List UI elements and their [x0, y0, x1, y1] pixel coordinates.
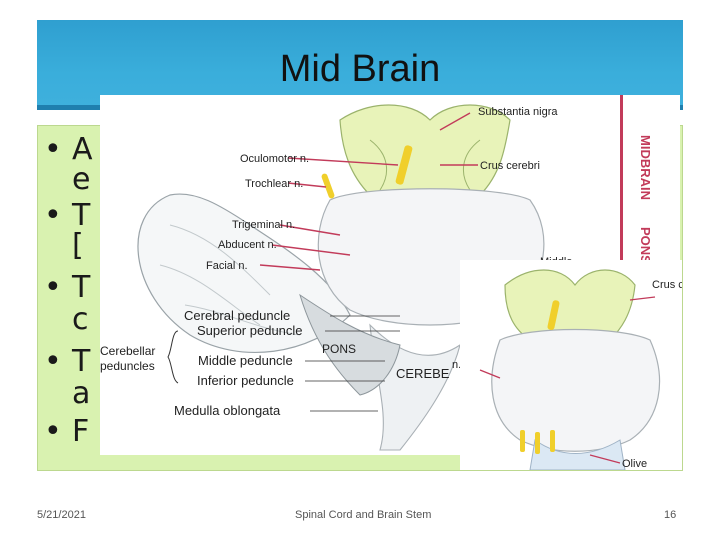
label-pons-center: PONS	[322, 342, 356, 356]
label-abducent: Abducent n.	[218, 239, 277, 251]
bullet-marker-1: •	[44, 132, 62, 167]
midbrain-shape	[339, 104, 511, 196]
inset-label-olive: Olive	[622, 458, 647, 470]
inset-drawing: Crus c Olive	[479, 269, 684, 471]
footer-page-number: 16	[664, 509, 677, 521]
footer-date: 5/21/2021	[37, 509, 86, 521]
label-trigeminal: Trigeminal n.	[232, 219, 295, 231]
label-crus-cerebri: Crus cerebri	[480, 160, 540, 172]
trochlear-nerve	[321, 173, 335, 199]
brainstem-inset-figure: Crus c Olive	[460, 260, 684, 471]
bullet-text-1: A	[72, 132, 93, 167]
inset-medulla	[529, 439, 626, 471]
label-inferior-peduncle: Inferior peduncle	[197, 373, 294, 388]
label-facial: Facial n.	[206, 260, 248, 272]
label-cerebe: CEREBE	[396, 366, 450, 381]
bullet-cont-3: c	[72, 302, 89, 337]
inset-nerve-4	[550, 430, 555, 452]
label-superior-peduncle: Superior peduncle	[197, 323, 303, 338]
label-cerebral-peduncle: Cerebral peduncle	[184, 308, 290, 323]
bullet-marker-2: •	[44, 198, 62, 233]
bullet-text-3: T	[72, 270, 91, 305]
label-cerebellar: Cerebellar	[100, 344, 155, 358]
label-fragment-n: n.	[452, 359, 461, 371]
brainstem-drawing: MIDBRAIN PONS Substantia nigra Ocul	[100, 95, 653, 455]
bullet-marker-5: •	[44, 414, 62, 449]
inset-pons	[491, 328, 661, 452]
midbrain-side-label: MIDBRAIN	[638, 135, 653, 200]
label-medulla: Medulla oblongata	[174, 403, 281, 418]
label-middle-peduncle: Middle peduncle	[198, 353, 293, 368]
bullet-cont-1: e	[72, 162, 91, 197]
bullet-cont-4: a	[72, 376, 91, 411]
slide-title: Mid Brain	[279, 48, 441, 90]
label-peduncles: peduncles	[100, 359, 155, 373]
label-oculomotor: Oculomotor n.	[240, 153, 309, 165]
label-substantia-nigra: Substantia nigra	[478, 106, 558, 118]
inset-nerve-3	[535, 432, 540, 454]
inset-nerve-1	[547, 300, 560, 330]
bullet-cont-2: [	[72, 228, 84, 263]
bullet-text-5: F	[72, 414, 90, 449]
bullet-text-4: T	[72, 344, 91, 379]
bullet-marker-3: •	[44, 270, 62, 305]
label-trochlear: Trochlear n.	[245, 178, 303, 190]
oculomotor-nerve	[395, 145, 413, 185]
inset-label-crus: Crus c	[652, 279, 682, 291]
pons-side-label: PONS	[638, 227, 653, 264]
inset-nerve-2	[520, 430, 525, 452]
inset-midbrain	[504, 269, 636, 341]
peduncle-shape	[299, 293, 401, 396]
footer-course: Spinal Cord and Brain Stem	[295, 509, 432, 521]
bullet-marker-4: •	[44, 344, 62, 379]
bullet-text-2: T	[72, 198, 91, 233]
